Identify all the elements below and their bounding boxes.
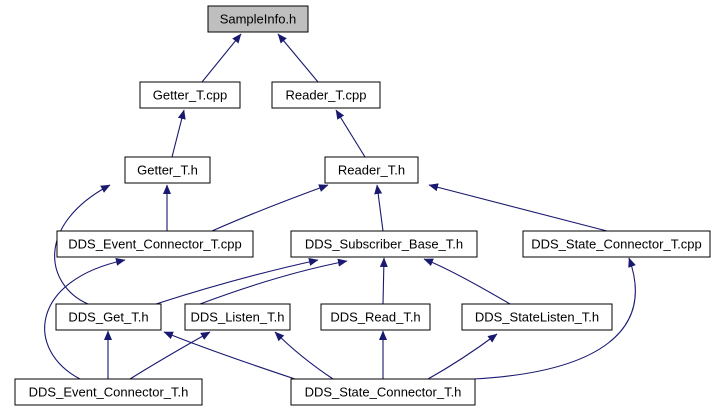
edge-dds-read-t-h--dds-subscriber-base-t-h xyxy=(379,257,388,305)
node-label-dds-statelisten-t-h: DDS_StateListen_T.h xyxy=(475,310,599,325)
node-box-getter-t-cpp[interactable] xyxy=(139,81,241,109)
edge-dds-event-connector-t-h--dds-event-connector-t-cpp xyxy=(44,257,126,380)
node-dds-state-connector-t-h[interactable]: DDS_State_Connector_T.h xyxy=(290,378,476,406)
node-reader-t-cpp[interactable]: Reader_T.cpp xyxy=(271,81,381,109)
node-label-dds-event-connector-t-h: DDS_Event_Connector_T.h xyxy=(29,385,189,400)
node-box-sampleinfo-h xyxy=(207,5,309,33)
node-sampleinfo-h: SampleInfo.h xyxy=(207,5,309,33)
edge-reader-t-cpp--sampleinfo-h xyxy=(277,33,319,83)
node-label-reader-t-h: Reader_T.h xyxy=(338,163,405,178)
edges-layer xyxy=(44,33,636,380)
node-dds-event-connector-t-cpp[interactable]: DDS_Event_Connector_T.cpp xyxy=(56,230,254,258)
edge-dds-statelisten-t-h--dds-subscriber-base-t-h xyxy=(423,258,511,305)
node-dds-state-connector-t-cpp[interactable]: DDS_State_Connector_T.cpp xyxy=(522,230,711,258)
edge-dds-event-connector-t-cpp--reader-t-h xyxy=(211,184,329,232)
edge-dds-get-t-h--getter-t-h xyxy=(54,184,111,305)
node-reader-t-h[interactable]: Reader_T.h xyxy=(324,156,419,184)
node-box-dds-get-t-h[interactable] xyxy=(55,303,162,331)
node-box-dds-statelisten-t-h[interactable] xyxy=(461,303,613,331)
node-box-dds-event-connector-t-cpp[interactable] xyxy=(56,230,254,258)
node-box-dds-state-connector-t-cpp[interactable] xyxy=(522,230,711,258)
edge-reader-t-h--reader-t-cpp xyxy=(335,109,366,158)
node-label-dds-state-connector-t-h: DDS_State_Connector_T.h xyxy=(305,385,462,400)
edge-dds-get-t-h--dds-subscriber-base-t-h xyxy=(155,258,319,305)
node-label-dds-state-connector-t-cpp: DDS_State_Connector_T.cpp xyxy=(531,237,702,252)
node-label-dds-subscriber-base-t-h: DDS_Subscriber_Base_T.h xyxy=(305,237,463,252)
edge-getter-t-cpp--sampleinfo-h xyxy=(201,33,242,83)
node-label-dds-read-t-h: DDS_Read_T.h xyxy=(330,310,420,325)
node-label-getter-t-h: Getter_T.h xyxy=(137,163,198,178)
node-label-sampleinfo-h: SampleInfo.h xyxy=(220,12,297,27)
edge-getter-t-h--getter-t-cpp xyxy=(171,109,186,158)
edge-dds-state-connector-t-h--dds-statelisten-t-h xyxy=(427,333,498,380)
node-box-reader-t-cpp[interactable] xyxy=(271,81,381,109)
node-box-dds-event-connector-t-h[interactable] xyxy=(14,378,203,406)
node-box-dds-state-connector-t-h[interactable] xyxy=(290,378,476,406)
node-getter-t-cpp[interactable]: Getter_T.cpp xyxy=(139,81,241,109)
node-dds-read-t-h[interactable]: DDS_Read_T.h xyxy=(320,303,431,331)
edge-dds-event-connector-t-h--dds-listen-t-h xyxy=(129,331,211,380)
node-box-dds-listen-t-h[interactable] xyxy=(184,303,291,331)
node-label-dds-listen-t-h: DDS_Listen_T.h xyxy=(191,310,285,325)
node-label-dds-get-t-h: DDS_Get_T.h xyxy=(68,310,148,325)
node-box-dds-read-t-h[interactable] xyxy=(320,303,431,331)
edge-dds-state-connector-t-h--dds-state-connector-t-cpp xyxy=(473,257,636,380)
node-label-reader-t-cpp: Reader_T.cpp xyxy=(286,88,367,103)
edge-dds-state-connector-t-h--dds-listen-t-h xyxy=(274,331,334,380)
node-dds-statelisten-t-h[interactable]: DDS_StateListen_T.h xyxy=(461,303,613,331)
node-box-reader-t-h[interactable] xyxy=(324,156,419,184)
edge-dds-state-connector-t-cpp--reader-t-h xyxy=(428,183,608,232)
edge-dds-subscriber-base-t-h--reader-t-h xyxy=(374,184,384,232)
node-getter-t-h[interactable]: Getter_T.h xyxy=(124,156,211,184)
node-dds-get-t-h[interactable]: DDS_Get_T.h xyxy=(55,303,162,331)
edge-dds-state-connector-t-h--dds-get-t-h xyxy=(163,331,296,380)
node-label-dds-event-connector-t-cpp: DDS_Event_Connector_T.cpp xyxy=(68,237,241,252)
node-dds-event-connector-t-h[interactable]: DDS_Event_Connector_T.h xyxy=(14,378,203,406)
node-label-getter-t-cpp: Getter_T.cpp xyxy=(153,88,227,103)
node-box-dds-subscriber-base-t-h[interactable] xyxy=(290,230,478,258)
node-dds-listen-t-h[interactable]: DDS_Listen_T.h xyxy=(184,303,291,331)
node-box-getter-t-h[interactable] xyxy=(124,156,211,184)
edge-dds-listen-t-h--dds-subscriber-base-t-h xyxy=(199,258,348,305)
node-dds-subscriber-base-t-h[interactable]: DDS_Subscriber_Base_T.h xyxy=(290,230,478,258)
